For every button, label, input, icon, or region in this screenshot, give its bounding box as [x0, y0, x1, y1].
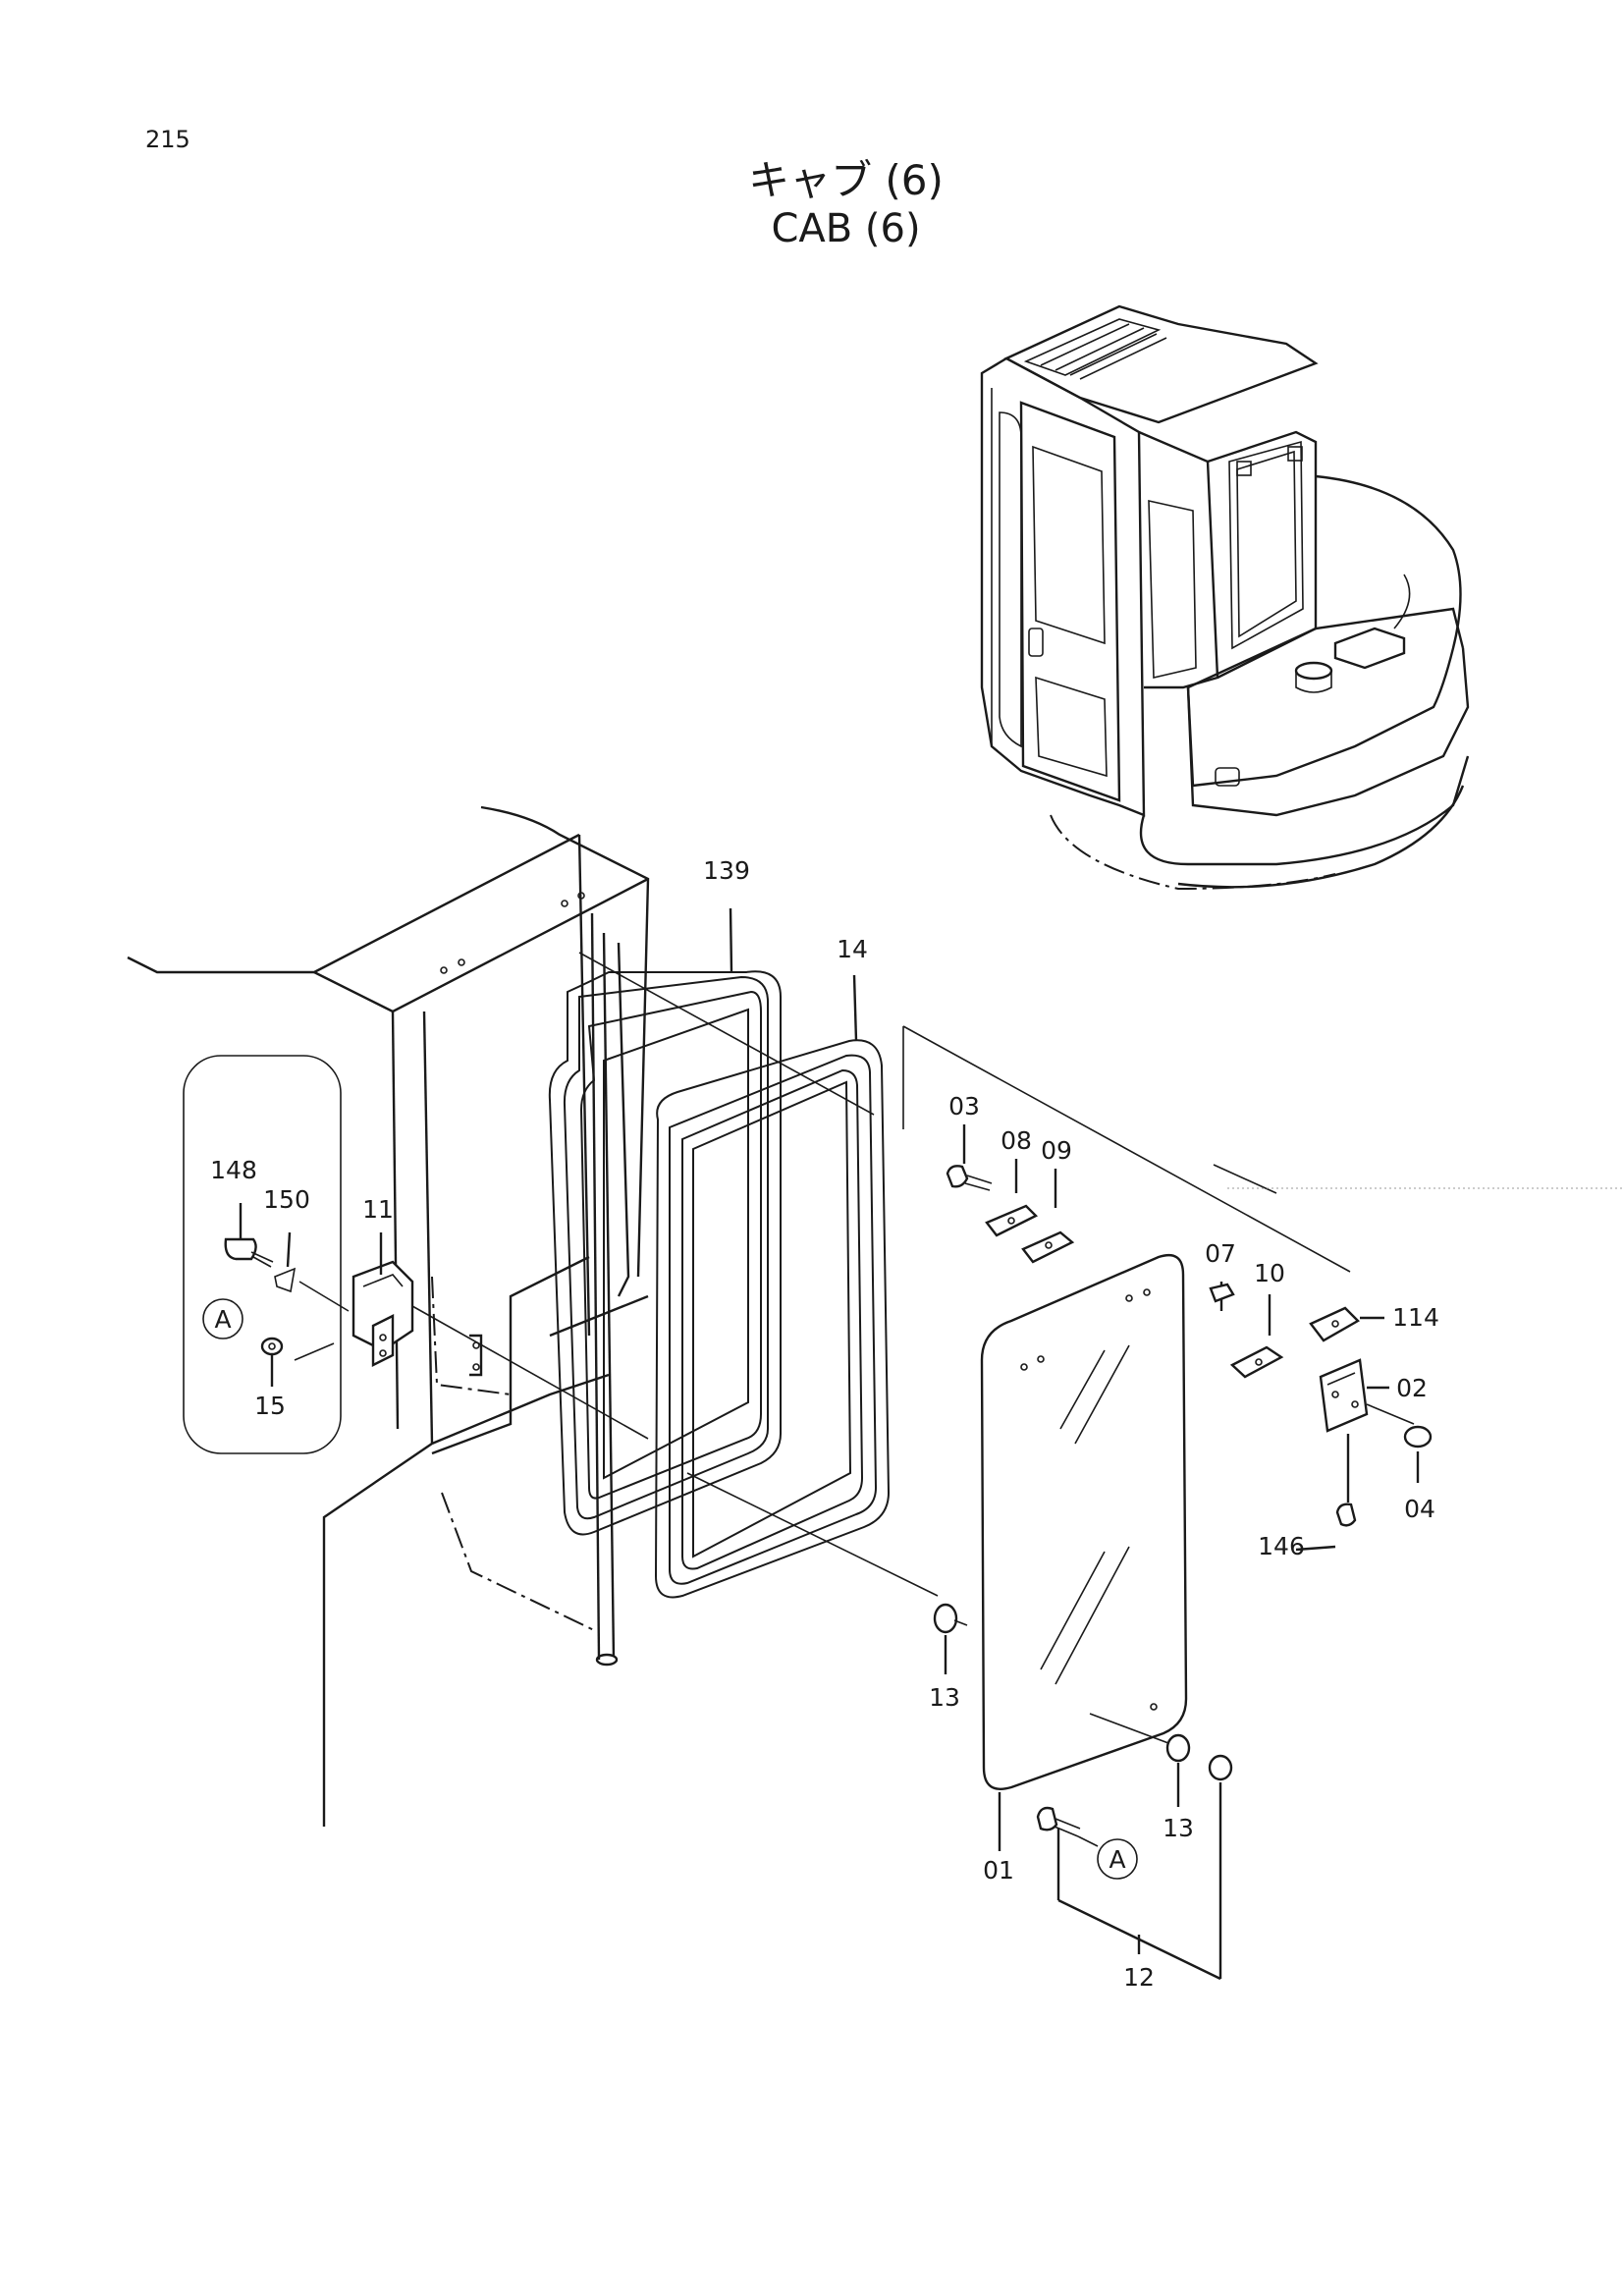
part-label-12: 12	[1123, 1963, 1155, 1992]
nut-04	[1403, 1425, 1433, 1483]
part-label-10: 10	[1254, 1259, 1285, 1287]
bolt-146	[1295, 1434, 1357, 1552]
part-label-04: 04	[1404, 1495, 1435, 1523]
bolt-03	[946, 1124, 993, 1191]
diagram-title-japanese: キャブ (6)	[748, 156, 944, 204]
part-label-15: 15	[254, 1392, 286, 1420]
hinge-bracket-11	[352, 1232, 649, 1440]
part-label-11: 11	[362, 1195, 394, 1224]
plate-114	[1309, 1306, 1384, 1342]
callout-a-label-2: A	[1109, 1845, 1125, 1874]
part-label-08: 08	[1001, 1126, 1032, 1155]
diagram-title-english: CAB (6)	[771, 206, 921, 251]
part-label-13-right: 13	[1163, 1814, 1194, 1842]
callout-a-label: A	[214, 1305, 231, 1334]
pin-12	[1208, 1754, 1233, 1979]
nut-07	[1209, 1282, 1235, 1311]
part-label-01: 01	[983, 1856, 1014, 1885]
gasket-14	[654, 974, 891, 1599]
grommet-13-left	[933, 1603, 968, 1674]
part-label-02: 02	[1396, 1374, 1428, 1402]
part-label-03: 03	[948, 1092, 980, 1121]
glass-panel-01	[980, 1253, 1188, 1851]
detail-a-inset: A	[183, 1055, 350, 1454]
cab-frame-section	[127, 805, 650, 1827]
hinge-02	[1319, 1358, 1415, 1433]
part-label-09: 09	[1041, 1136, 1072, 1165]
part-label-07: 07	[1205, 1239, 1236, 1268]
part-label-114: 114	[1392, 1303, 1439, 1332]
plate-08	[985, 1159, 1039, 1237]
part-label-146: 146	[1258, 1532, 1305, 1560]
part-label-139: 139	[703, 856, 750, 885]
part-label-150: 150	[263, 1185, 310, 1214]
bolt-12: A	[1036, 1806, 1138, 1900]
plate-09	[1021, 1169, 1075, 1264]
page-number: 215	[145, 126, 190, 153]
part-label-148: 148	[210, 1156, 257, 1184]
part-label-13-left: 13	[929, 1683, 960, 1712]
part-label-14: 14	[837, 935, 868, 963]
cab-overview-illustration	[980, 304, 1470, 891]
plate-10	[1229, 1294, 1284, 1379]
gasket-139	[548, 907, 782, 1536]
grommet-13-right	[1089, 1713, 1191, 1807]
